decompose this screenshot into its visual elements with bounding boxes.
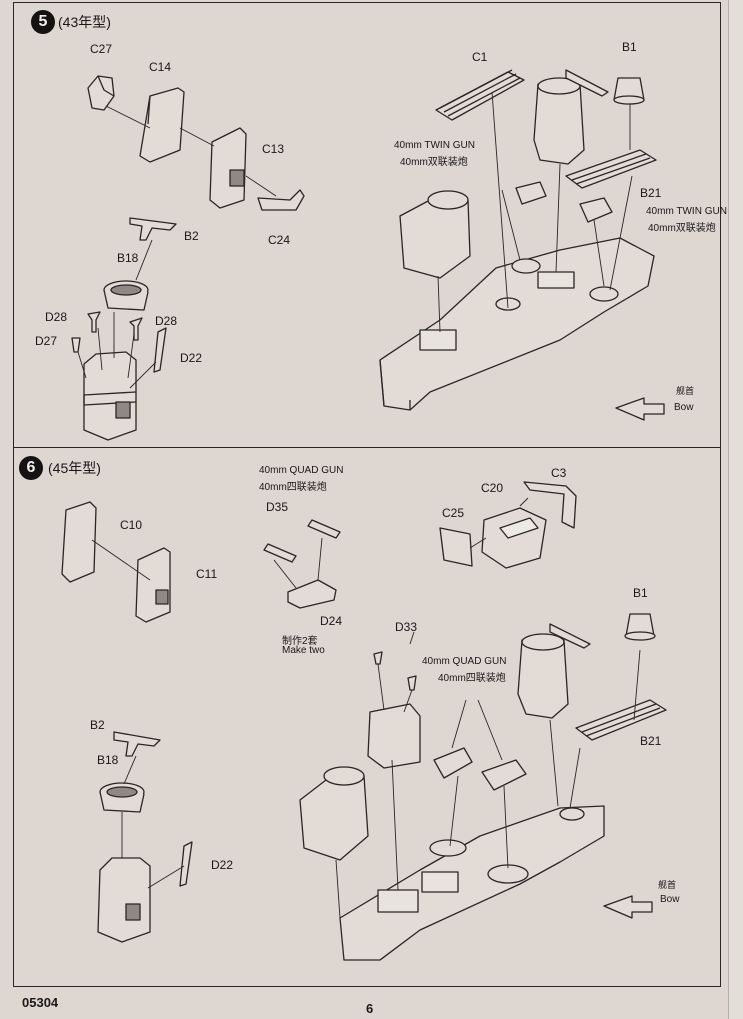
- part-b18-6: [99, 782, 145, 813]
- twin-gun-label-en-2: 40mm TWIN GUN: [646, 206, 727, 217]
- twin-gun-label-cn-2: 40mm双联装炮: [648, 223, 716, 234]
- bow-arrow-6: [603, 895, 653, 919]
- label-d22: D22: [180, 351, 203, 365]
- quad-gun-label-cn: 40mm四联装炮: [259, 482, 327, 493]
- label-c20: C20: [481, 481, 504, 495]
- bow-label-cn-5: 舰首: [676, 386, 695, 396]
- part-c20: [481, 507, 547, 569]
- funnel-top-5: [533, 69, 609, 165]
- label-d22-6: D22: [211, 858, 234, 872]
- part-b2: [129, 217, 177, 241]
- step-5-number: 5: [31, 10, 55, 34]
- twin-gun-label-cn: 40mm双联装炮: [400, 157, 468, 168]
- part-c3: [523, 481, 577, 529]
- part-d35: [263, 519, 341, 563]
- label-b2: B2: [184, 229, 199, 243]
- label-d28-right: D28: [155, 314, 178, 328]
- assembly-guide-lines: [77, 91, 641, 919]
- part-c25: [439, 527, 473, 567]
- bow-label-cn-6: 舰首: [658, 880, 677, 890]
- funnel-top-6: [517, 623, 591, 719]
- part-c14: [139, 87, 185, 163]
- label-b18: B18: [117, 251, 139, 265]
- hull-5: [379, 237, 655, 411]
- part-c10: [61, 501, 97, 583]
- part-b18: [103, 280, 149, 311]
- bow-label-en-6: Bow: [660, 894, 680, 905]
- part-d33: [373, 651, 417, 691]
- label-d28-left: D28: [45, 310, 68, 324]
- part-d24: [287, 579, 337, 609]
- part-d22: [153, 327, 167, 373]
- bow-label-en-5: Bow: [674, 402, 694, 413]
- step-6-title: (45年型): [48, 460, 101, 476]
- funnel-base-6: [97, 857, 151, 943]
- funnel-base-5: [83, 351, 137, 441]
- part-c1-rack: [435, 69, 525, 121]
- step-5-title: (43年型): [58, 14, 111, 30]
- funnel-mid-5: [399, 190, 471, 279]
- quad-gun-6a: [433, 747, 473, 779]
- label-d35: D35: [266, 500, 289, 514]
- quad-gun-label-cn-2: 40mm四联装炮: [438, 673, 506, 684]
- label-d33: D33: [395, 620, 418, 634]
- part-c24: [257, 189, 305, 211]
- product-code: 05304: [22, 995, 59, 1010]
- label-c11: C11: [196, 567, 218, 581]
- label-b1: B1: [622, 40, 637, 54]
- page-number: 6: [366, 1001, 374, 1016]
- label-c13: C13: [262, 142, 285, 156]
- part-c13: [209, 127, 247, 209]
- funnel-mid-6: [299, 766, 369, 861]
- label-b2-6: B2: [90, 718, 105, 732]
- make-two-cn: 制作2套: [282, 636, 318, 647]
- label-d27: D27: [35, 334, 58, 348]
- part-d22-6: [179, 841, 193, 887]
- label-c25: C25: [442, 506, 465, 520]
- quad-gun-6b: [481, 759, 527, 791]
- label-b1-6: B1: [633, 586, 648, 600]
- part-b1-top: [613, 77, 645, 105]
- mount-d33: [367, 703, 421, 769]
- step-divider: [13, 447, 721, 448]
- label-b21-6: B21: [640, 734, 662, 748]
- label-c27: C27: [90, 42, 113, 56]
- label-d24: D24: [320, 614, 343, 628]
- twin-gun-5b: [579, 197, 613, 223]
- part-b21-rack: [565, 149, 657, 189]
- part-b2-6: [113, 731, 161, 757]
- label-c3: C3: [551, 466, 567, 480]
- label-c1: C1: [472, 50, 488, 64]
- part-c27: [87, 75, 115, 111]
- label-c14: C14: [149, 60, 172, 74]
- part-b21-rack-6: [575, 699, 667, 741]
- step-6-number: 6: [19, 456, 43, 480]
- next-page-edge: [728, 0, 743, 1019]
- label-c10: C10: [120, 518, 143, 532]
- hull-6: [339, 805, 605, 961]
- bow-arrow-5: [615, 397, 665, 421]
- quad-gun-label-en: 40mm QUAD GUN: [259, 465, 344, 476]
- label-b21: B21: [640, 186, 662, 200]
- part-d28-pair: [71, 311, 143, 353]
- quad-gun-label-en-2: 40mm QUAD GUN: [422, 656, 507, 667]
- make-two-en: Make two: [282, 645, 325, 656]
- part-b1-6: [624, 613, 656, 641]
- label-c24: C24: [268, 233, 291, 247]
- part-c11: [135, 547, 171, 623]
- twin-gun-5a: [515, 181, 547, 205]
- page-frame: [13, 2, 721, 987]
- twin-gun-label-en: 40mm TWIN GUN: [394, 140, 475, 151]
- label-b18-6: B18: [97, 753, 119, 767]
